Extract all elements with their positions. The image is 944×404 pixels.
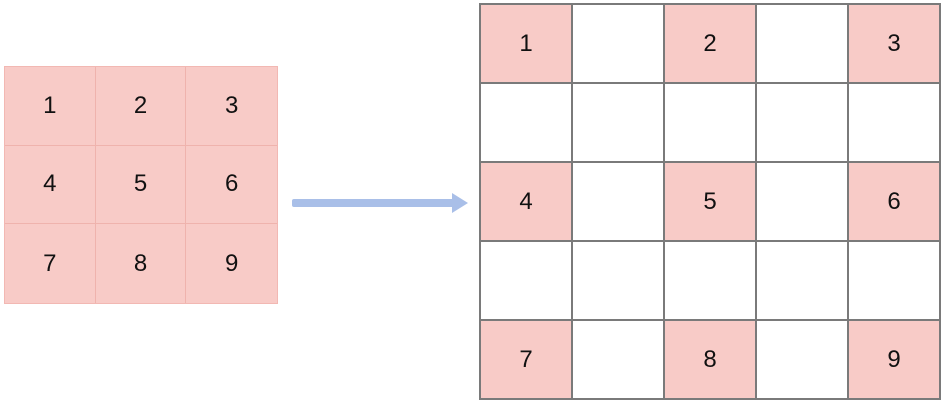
output-cell-empty xyxy=(849,242,939,319)
output-cell-empty xyxy=(849,84,939,161)
output-cell-empty xyxy=(665,242,755,319)
output-cell-filled: 4 xyxy=(481,163,571,240)
right-arrow-icon xyxy=(292,193,468,213)
output-cell-filled: 1 xyxy=(481,5,571,82)
input-cell: 1 xyxy=(5,67,96,146)
output-cell-empty xyxy=(757,242,847,319)
arrow-head xyxy=(452,193,468,213)
input-cell: 4 xyxy=(5,145,96,225)
output-cell-filled: 5 xyxy=(665,163,755,240)
output-cell-empty xyxy=(757,5,847,82)
output-cell-empty xyxy=(757,84,847,161)
output-cell-filled: 7 xyxy=(481,321,571,398)
output-cell-filled: 9 xyxy=(849,321,939,398)
input-cell: 8 xyxy=(96,224,187,303)
output-cell-empty xyxy=(573,163,663,240)
output-cell-empty xyxy=(757,321,847,398)
output-cell-empty xyxy=(481,84,571,161)
output-cell-filled: 3 xyxy=(849,5,939,82)
output-grid: 1 2 3 4 5 6 7 8 9 xyxy=(479,3,941,400)
output-cell-empty xyxy=(573,84,663,161)
output-cell-filled: 6 xyxy=(849,163,939,240)
output-cell-empty xyxy=(481,242,571,319)
output-cell-filled: 8 xyxy=(665,321,755,398)
output-cell-empty xyxy=(757,163,847,240)
arrow-shaft xyxy=(292,199,454,207)
input-cell: 5 xyxy=(95,145,187,225)
output-cell-empty xyxy=(573,5,663,82)
input-cell: 6 xyxy=(186,146,277,225)
output-cell-empty xyxy=(665,84,755,161)
input-cell: 2 xyxy=(95,67,187,146)
input-cell: 9 xyxy=(224,249,239,277)
input-cell: 3 xyxy=(186,67,277,146)
output-cell-empty xyxy=(573,242,663,319)
output-cell-filled: 2 xyxy=(665,5,755,82)
input-cell: 7 xyxy=(5,224,96,303)
output-cell-empty xyxy=(573,321,663,398)
